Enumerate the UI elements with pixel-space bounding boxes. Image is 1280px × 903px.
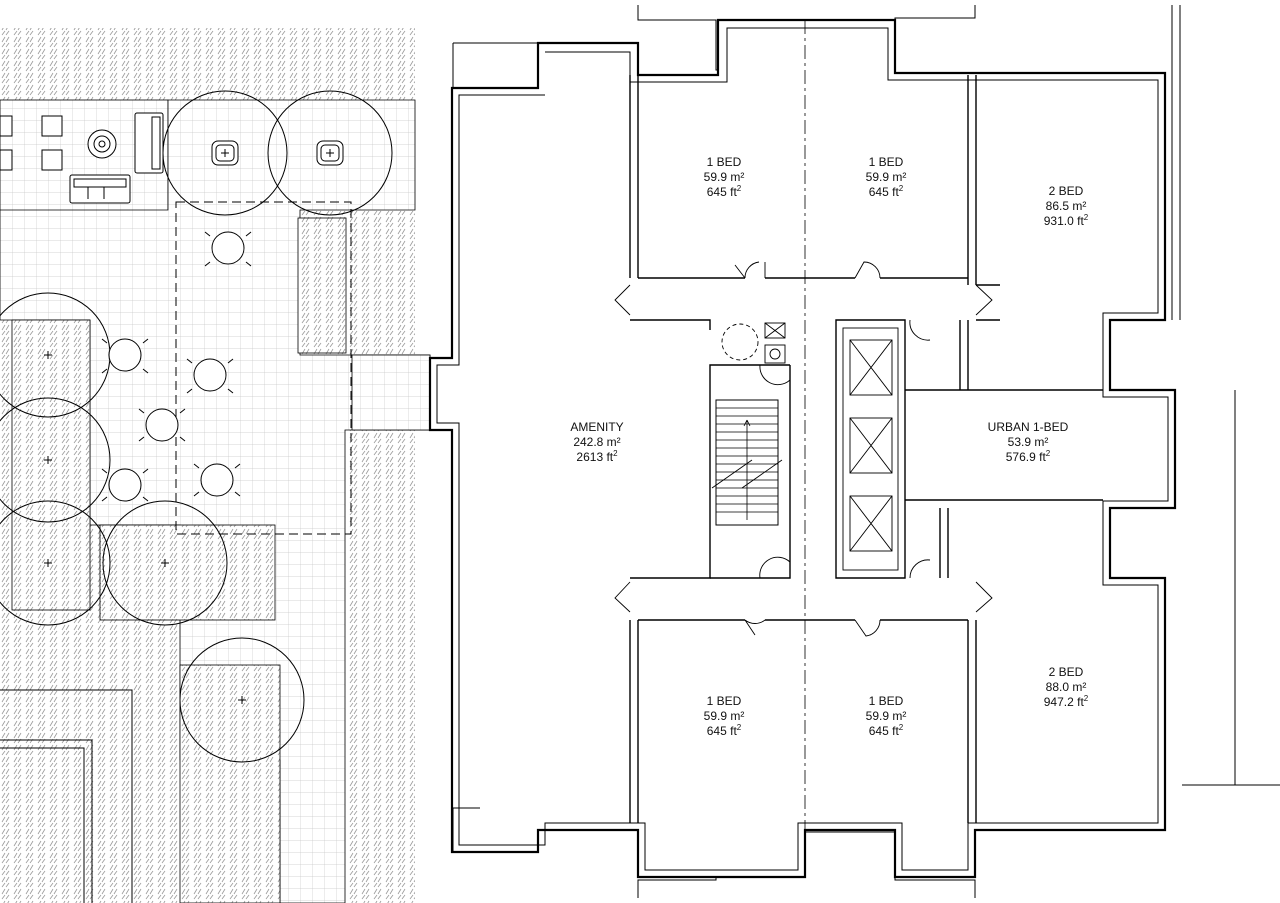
cafe-table-icon (138, 408, 186, 442)
room-area_m2-text: 53.9 m² (1008, 435, 1049, 449)
service-shaft (721, 322, 786, 364)
room-area_m2-text: 59.9 m² (866, 709, 907, 723)
room-area_m2-text: 59.9 m² (866, 170, 907, 184)
room-name-text: URBAN 1-BED (988, 420, 1069, 434)
room-area_ft-text: 947.2 ft (1044, 695, 1085, 709)
room-ft-superscript: 2 (737, 184, 742, 193)
room-ft-superscript: 2 (1046, 449, 1051, 458)
room-ft-superscript: 2 (737, 723, 742, 732)
room-area_m2-text: 59.9 m² (704, 170, 745, 184)
room-name-text: AMENITY (570, 420, 623, 434)
room-name-text: 1 BED (707, 694, 742, 708)
room-area_ft-text: 645 ft (707, 724, 738, 738)
interior-walls (629, 75, 1103, 823)
tree-canopy-icon (267, 90, 393, 216)
room-area_m2-text: 59.9 m² (704, 709, 745, 723)
cafe-tables (101, 231, 252, 502)
cafe-table-icon (204, 231, 252, 267)
tree-canopy-icon (0, 500, 111, 626)
room-ft-superscript: 2 (613, 449, 618, 458)
room-name-text: 1 BED (869, 155, 904, 169)
door-swing-icon (614, 261, 993, 637)
tree-canopy-icon (162, 90, 288, 216)
room-name-text: 2 BED (1049, 665, 1084, 679)
room-ft-superscript: 2 (1084, 213, 1089, 222)
sofa-icon (134, 112, 164, 174)
sofa-icon (69, 174, 131, 204)
tree-canopy-icon (102, 500, 228, 626)
room-ft-superscript: 2 (899, 184, 904, 193)
room-area_ft-text: 645 ft (869, 185, 900, 199)
building-outline (428, 5, 1280, 898)
room-name-text: 2 BED (1049, 184, 1084, 198)
tree-group (0, 90, 393, 763)
cafe-table-icon (193, 463, 241, 497)
room-ft-superscript: 2 (899, 723, 904, 732)
room-area_ft-text: 645 ft (707, 185, 738, 199)
room-name-text: 1 BED (869, 694, 904, 708)
room-area_ft-text: 576.9 ft (1006, 450, 1047, 464)
fire-pit-icon (87, 129, 117, 159)
tree-canopy-icon (179, 637, 305, 763)
cafe-table-icon (101, 468, 149, 502)
room-name-text: 1 BED (707, 155, 742, 169)
cafe-table-icon (186, 358, 234, 394)
room-area_ft-text: 931.0 ft (1044, 214, 1085, 228)
tree-canopy-icon (0, 397, 111, 523)
lounge-furniture (0, 112, 164, 204)
room-area_ft-text: 2613 ft (576, 450, 613, 464)
room-ft-superscript: 2 (1084, 694, 1089, 703)
elevator-icon (842, 327, 899, 571)
room-area_m2-text: 242.8 m² (573, 435, 620, 449)
room-area_m2-text: 86.5 m² (1046, 199, 1087, 213)
stair-icon (711, 399, 783, 526)
armchair-icon (0, 115, 63, 171)
room-area_ft-text: 645 ft (869, 724, 900, 738)
room-area_m2-text: 88.0 m² (1046, 680, 1087, 694)
cafe-table-icon (101, 338, 149, 374)
